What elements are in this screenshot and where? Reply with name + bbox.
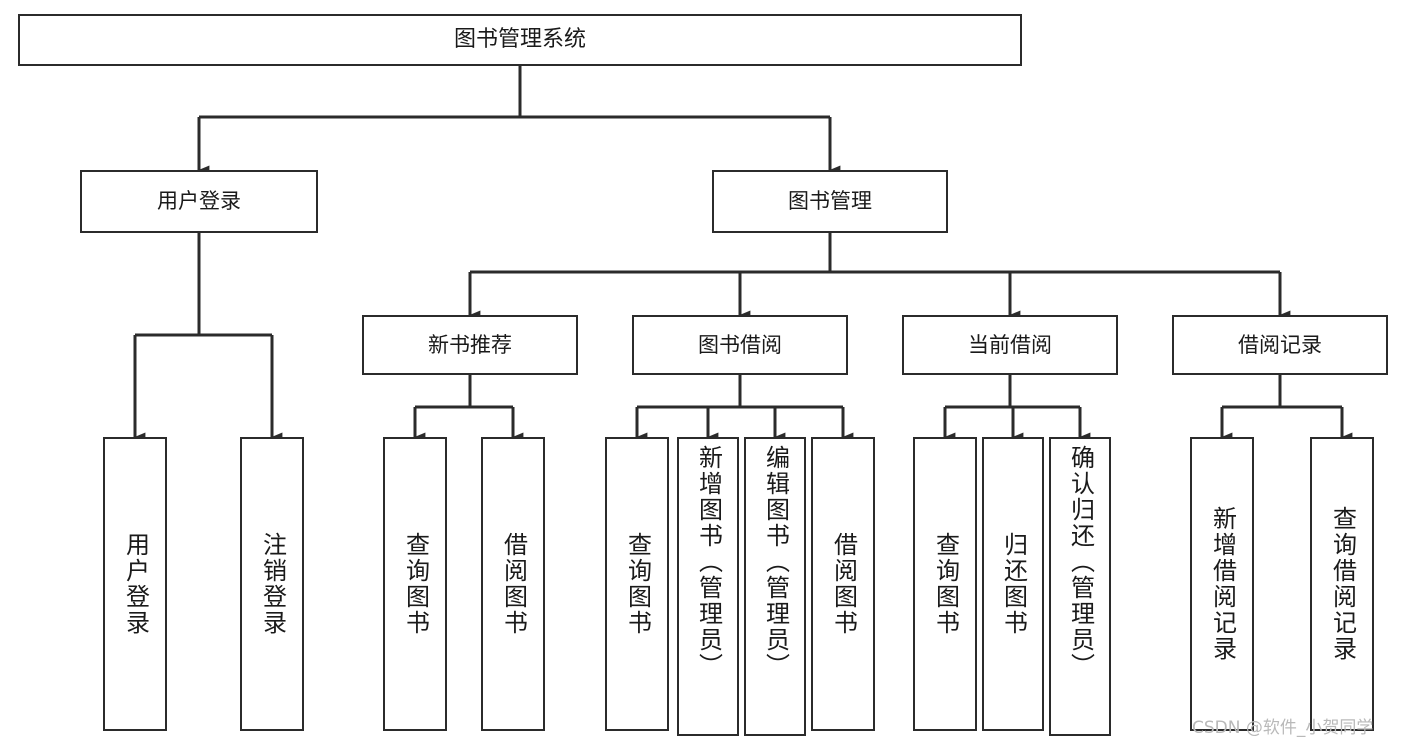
node-book-manage-label: 图书管理 [788, 189, 872, 213]
node-book-borrow[interactable]: 图书借阅 [632, 315, 848, 375]
node-borrow-record-label: 借阅记录 [1238, 332, 1322, 357]
node-new-book-recommend[interactable]: 新书推荐 [362, 315, 578, 375]
leaf-add-book-label: 新增图书（管理员） [694, 445, 723, 679]
leaf-query-book-current-label: 查询图书 [931, 532, 960, 636]
node-borrow-record[interactable]: 借阅记录 [1172, 315, 1388, 375]
leaf-add-borrow-record[interactable]: 新增借阅记录 [1190, 437, 1254, 731]
leaf-add-borrow-record-label: 新增借阅记录 [1208, 506, 1237, 662]
leaf-return-book-label: 归还图书 [999, 532, 1028, 636]
leaf-confirm-return-label: 确认归还（管理员） [1066, 445, 1095, 679]
node-book-manage[interactable]: 图书管理 [712, 170, 948, 233]
leaf-return-book[interactable]: 归还图书 [982, 437, 1044, 731]
leaf-query-borrow-record[interactable]: 查询借阅记录 [1310, 437, 1374, 731]
leaf-borrow-book-recommend-label: 借阅图书 [499, 532, 528, 636]
leaf-logout[interactable]: 注销登录 [240, 437, 304, 731]
leaf-confirm-return[interactable]: 确认归还（管理员） [1049, 437, 1111, 736]
leaf-add-book[interactable]: 新增图书（管理员） [677, 437, 739, 736]
leaf-user-login[interactable]: 用户登录 [103, 437, 167, 731]
node-user-login[interactable]: 用户登录 [80, 170, 318, 233]
leaf-query-book-recommend-label: 查询图书 [401, 532, 430, 636]
leaf-query-book-recommend[interactable]: 查询图书 [383, 437, 447, 731]
leaf-user-login-label: 用户登录 [121, 532, 150, 636]
node-root[interactable]: 图书管理系统 [18, 14, 1022, 66]
leaf-borrow-book-borrow[interactable]: 借阅图书 [811, 437, 875, 731]
node-current-borrow[interactable]: 当前借阅 [902, 315, 1118, 375]
node-new-book-recommend-label: 新书推荐 [428, 332, 512, 357]
node-current-borrow-label: 当前借阅 [968, 332, 1052, 357]
leaf-query-book-current[interactable]: 查询图书 [913, 437, 977, 731]
leaf-edit-book[interactable]: 编辑图书（管理员） [744, 437, 806, 736]
leaf-query-book-borrow-label: 查询图书 [623, 532, 652, 636]
leaf-borrow-book-recommend[interactable]: 借阅图书 [481, 437, 545, 731]
leaf-logout-label: 注销登录 [258, 532, 287, 636]
leaf-query-book-borrow[interactable]: 查询图书 [605, 437, 669, 731]
node-user-login-label: 用户登录 [157, 189, 241, 213]
leaf-borrow-book-borrow-label: 借阅图书 [829, 532, 858, 636]
node-root-label: 图书管理系统 [453, 27, 586, 52]
leaf-query-borrow-record-label: 查询借阅记录 [1328, 506, 1357, 662]
leaf-edit-book-label: 编辑图书（管理员） [761, 445, 790, 679]
node-book-borrow-label: 图书借阅 [698, 332, 782, 357]
